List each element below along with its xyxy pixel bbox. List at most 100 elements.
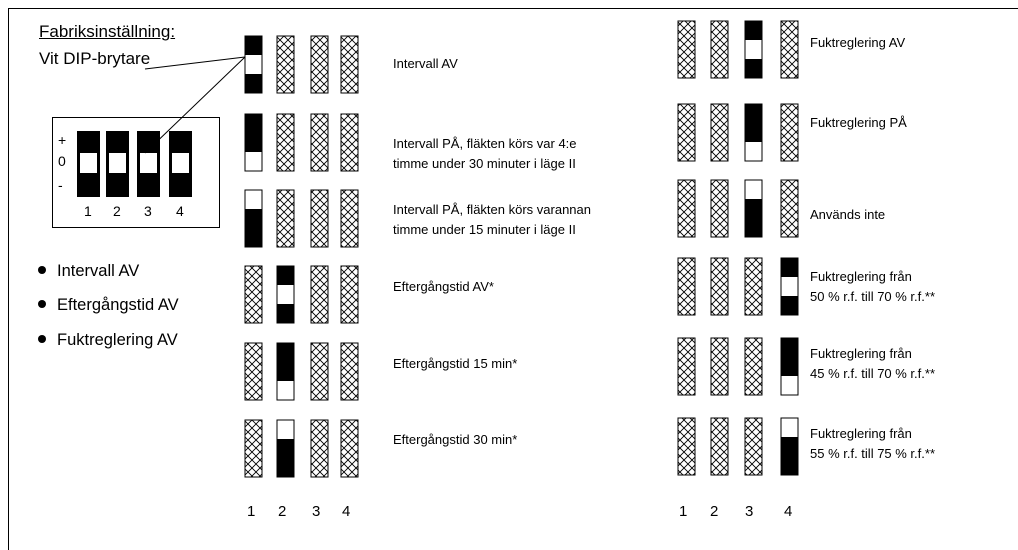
switch-segment [245,55,262,74]
switch-segment [277,304,294,323]
label-line: Fuktreglering AV [810,35,906,50]
switch-segment [781,357,798,376]
active-switch-outline [744,179,763,238]
switch-segment [745,218,762,237]
label-line: Intervall PÅ, fläkten körs var 4:e [393,136,577,151]
callout-leader-line [144,56,246,70]
inactive-switch-hatched [744,257,763,316]
inactive-switch-hatched [677,103,696,162]
label-line: Eftergångstid AV* [393,279,494,294]
white-dip-switch-label: Vit DIP-brytare [39,49,151,68]
inactive-switch-hatched [244,265,263,324]
right-switch-row-2 [677,103,799,162]
dip-switch-3 [137,131,160,197]
label-line: timme under 15 minuter i läge II [393,222,576,237]
left-switch-row-1 [244,35,359,94]
right-row-6-label: Fuktreglering från 55 % r.f. till 75 % r.… [810,424,935,464]
right-row-3-label: Används inte [810,205,885,225]
switch-segment [781,437,798,456]
switch-segment [277,381,294,400]
active-switch-outline [276,342,295,401]
switch-segment [245,228,262,247]
right-switch-row-3 [677,179,799,238]
active-switch-outline [744,103,763,162]
dip-switch-2 [106,131,129,197]
frame-left-border [8,8,9,550]
inactive-switch-hatched [276,35,295,94]
inactive-switch-hatched [780,20,799,79]
inactive-switch-hatched [677,179,696,238]
switch-segment [781,258,798,277]
left-column-number-2: 2 [278,503,287,520]
frame-top-border [8,8,1018,9]
right-row-1-label: Fuktreglering AV [810,33,905,53]
label-line: 55 % r.f. till 75 % r.f.** [810,446,935,461]
switch-segment [277,266,294,285]
bullet-text: Eftergångstid AV [57,296,179,314]
label-line: Fuktreglering från [810,346,912,361]
switch-segment [781,338,798,357]
left-row-5-label: Eftergångstid 15 min* [393,354,517,374]
inactive-switch-hatched [340,35,359,94]
dip-number-2: 2 [113,203,121,219]
right-column-number-3: 3 [745,503,754,520]
bullet-text: Intervall AV [57,262,140,280]
right-row-4-label: Fuktreglering från 50 % r.f. till 70 % r.… [810,267,935,307]
inactive-switch-hatched [310,35,329,94]
switch-segment [245,209,262,228]
inactive-switch-hatched [710,103,729,162]
label-line: 50 % r.f. till 70 % r.f.** [810,289,935,304]
inactive-switch-hatched [310,265,329,324]
switch-segment [245,114,262,133]
factory-setting-title: Fabriksinställning: [39,22,176,41]
label-line: Intervall PÅ, fläkten körs varannan [393,202,591,217]
inactive-switch-hatched [310,189,329,248]
right-switch-row-5 [677,337,799,396]
active-switch-outline [744,20,763,79]
factory-bullet-1: Intervall AV [38,262,139,281]
bullet-icon [38,334,46,343]
active-switch-outline [276,419,295,478]
left-row-2-label: Intervall PÅ, fläkten körs var 4:e timme … [393,134,577,174]
switch-segment [781,277,798,296]
dip-switch-block: + 0 - 1 2 3 4 [52,117,220,228]
inactive-switch-hatched [710,257,729,316]
switch-segment [277,420,294,439]
active-switch-outline [244,35,263,94]
dip-knob-2 [109,153,126,173]
label-line: Fuktreglering från [810,426,912,441]
active-switch-outline [276,265,295,324]
dip-knob-1 [80,153,97,173]
dip-scale-zero: 0 [58,153,66,169]
switch-segment [245,190,262,209]
left-switch-row-6 [244,419,359,478]
inactive-switch-hatched [710,337,729,396]
inactive-switch-hatched [710,417,729,476]
inactive-switch-hatched [244,342,263,401]
switch-segment [245,36,262,55]
inactive-switch-hatched [310,342,329,401]
left-row-6-label: Eftergångstid 30 min* [393,430,517,450]
factory-bullet-2: Eftergångstid AV [38,296,179,315]
switch-segment [277,343,294,362]
switch-segment [745,199,762,218]
right-switch-row-4 [677,257,799,316]
inactive-switch-hatched [310,113,329,172]
dip-number-1: 1 [84,203,92,219]
inactive-switch-hatched [340,342,359,401]
bullet-icon [38,299,46,308]
switch-segment [781,418,798,437]
label-line: Används inte [810,207,886,222]
inactive-switch-hatched [340,189,359,248]
active-switch-outline [780,257,799,316]
dip-number-4: 4 [176,203,184,219]
switch-segment [745,21,762,40]
label-line: timme under 30 minuter i läge II [393,156,576,171]
switch-segment [277,458,294,477]
active-switch-outline [244,189,263,248]
left-switch-row-4 [244,265,359,324]
label-line: Fuktreglering från [810,269,912,284]
switch-segment [245,152,262,171]
